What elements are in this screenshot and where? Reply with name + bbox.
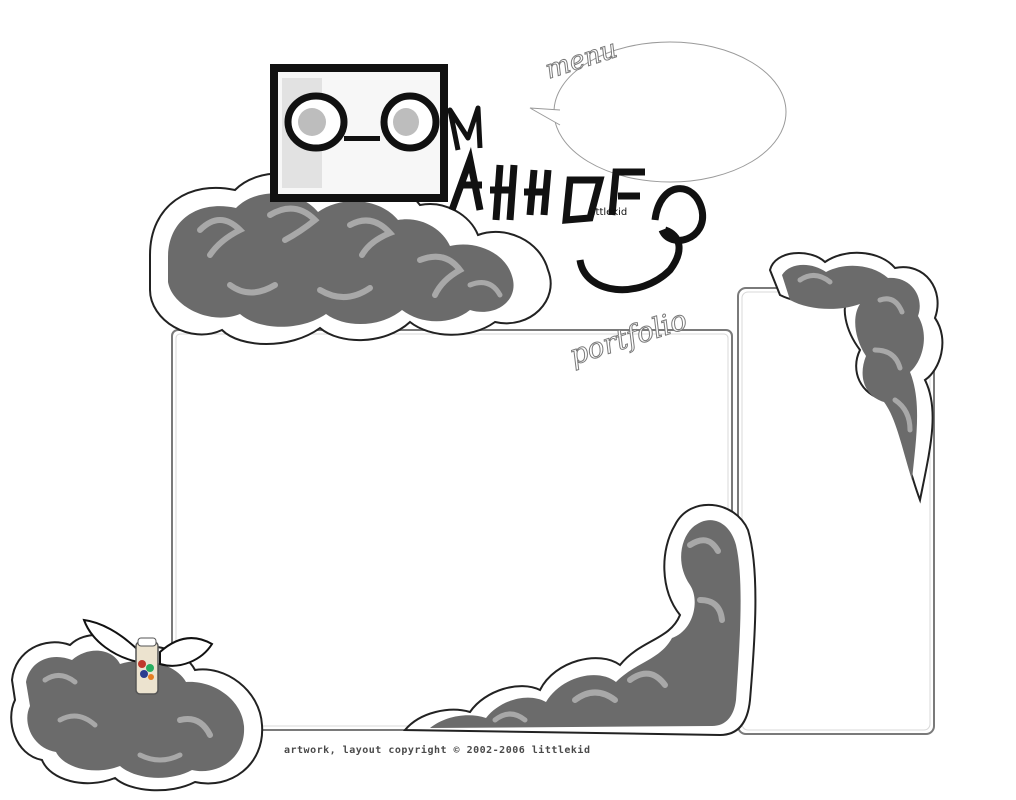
logo-text: littlekid bbox=[590, 207, 627, 218]
winged-spray-can-icon[interactable] bbox=[80, 612, 220, 702]
square-face-mascot-icon bbox=[270, 64, 448, 202]
graffiti-logo[interactable]: littlekid bbox=[440, 100, 730, 310]
portfolio-label[interactable]: portfolio bbox=[555, 282, 735, 372]
menu-label[interactable]: menu bbox=[532, 10, 682, 86]
copyright-footer: artwork, layout copyright © 2002-2006 li… bbox=[284, 745, 591, 756]
speech-bubble-icon[interactable] bbox=[520, 30, 800, 200]
